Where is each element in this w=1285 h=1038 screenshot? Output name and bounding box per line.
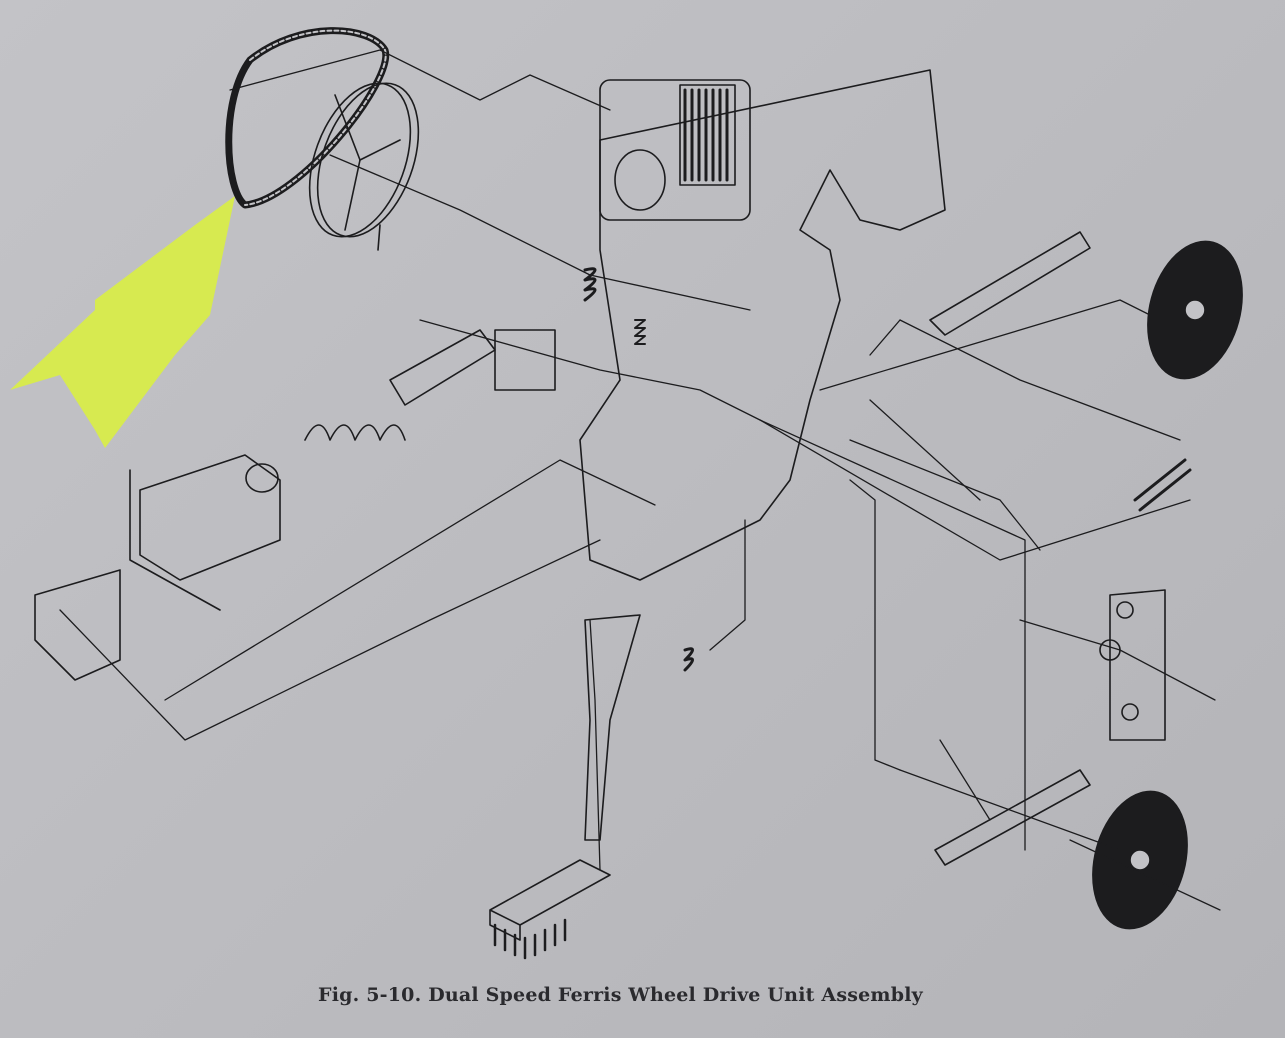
pedal-block <box>489 859 611 941</box>
upper-lever-arm <box>929 231 1091 336</box>
drive-belt <box>225 27 390 209</box>
lower-drive-disc <box>1092 790 1188 930</box>
mounting-plate <box>579 69 946 581</box>
yellow-sticky-arrow <box>10 196 235 448</box>
upper-drive-disc <box>1147 240 1243 380</box>
figure-caption: Fig. 5-10. Dual Speed Ferris Wheel Drive… <box>318 984 923 1006</box>
motor-unit <box>599 79 751 221</box>
pulley-wheel <box>308 82 420 251</box>
assembly-guide-lines <box>59 49 1221 911</box>
spring <box>304 424 406 441</box>
frame-bracket <box>34 569 121 681</box>
right-bracket <box>1109 589 1166 741</box>
bracket <box>494 329 556 391</box>
lower-lever-arm <box>934 769 1091 866</box>
pedal-lever <box>584 614 641 841</box>
plunger <box>389 329 496 406</box>
solenoid-coil <box>129 454 281 611</box>
